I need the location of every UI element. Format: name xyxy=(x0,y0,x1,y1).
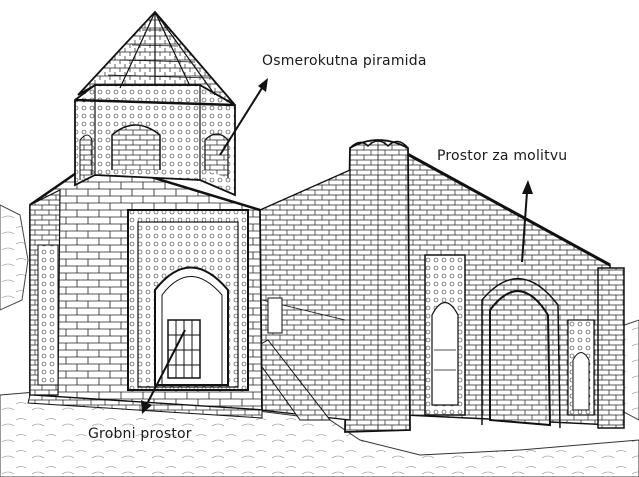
corner-tower xyxy=(345,140,410,432)
label-prayer-space: Prostor za molitvu xyxy=(437,148,567,164)
label-tomb-space: Grobni prostor xyxy=(88,426,192,442)
label-octagonal-pyramid: Osmerokutna piramida xyxy=(262,53,427,69)
tomb-building xyxy=(28,160,262,418)
connecting-wall xyxy=(250,170,350,420)
